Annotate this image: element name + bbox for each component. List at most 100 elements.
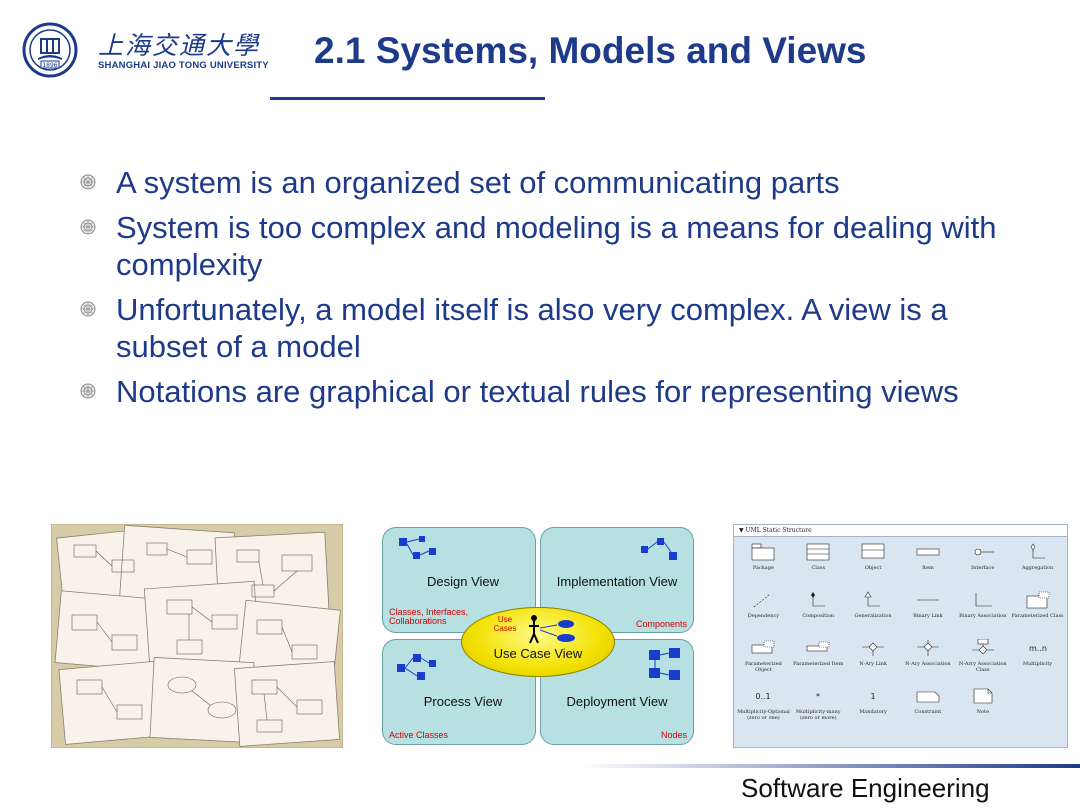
diagram-collage-graphic <box>54 525 341 747</box>
class-diagram-icon <box>399 536 436 559</box>
bullet-text: A system is an organized set of communic… <box>116 165 840 200</box>
bullet-text: Unfortunately, a model itself is also ve… <box>116 292 948 364</box>
palette-item-label: Object <box>864 565 882 571</box>
palette-item[interactable]: Binary Link <box>900 589 955 631</box>
palette-item-label: Binary Association <box>959 613 1007 619</box>
palette-item-label: Item <box>922 565 934 571</box>
bullet-marker-icon <box>80 301 96 317</box>
palette-header: ▼ UML Static Structure <box>734 525 1067 537</box>
bullet-marker-icon <box>80 174 96 190</box>
palette-item[interactable]: 0..1 Multiplicity-Optional (zero or one) <box>736 685 791 727</box>
bullet-item: A system is an organized set of communic… <box>78 164 1038 201</box>
bullet-list: A system is an organized set of communic… <box>78 164 1038 418</box>
slide-title: 2.1 Systems, Models and Views <box>314 30 867 71</box>
binary-association-icon <box>975 593 992 607</box>
palette-item[interactable]: Parameterized Class <box>1010 589 1065 631</box>
multiplicity-optional-icon: 0..1 <box>756 692 771 701</box>
palette-item[interactable]: Class <box>791 541 846 583</box>
palette-item-label: N-Ary Association <box>905 661 951 667</box>
use-case-view-ellipse: Use Cases Use Case View <box>461 607 615 677</box>
palette-item[interactable]: 1 Mandatory <box>846 685 901 727</box>
note-icon <box>973 688 993 704</box>
implementation-view-label: Implementation View <box>556 574 678 589</box>
palette-item[interactable]: m..n Multiplicity <box>1010 637 1065 679</box>
palette-item[interactable]: Interface <box>955 541 1010 583</box>
palette-item[interactable]: N-Ary Association <box>900 637 955 679</box>
palette-item[interactable]: Parameterized Object <box>736 637 791 679</box>
palette-item[interactable]: Item <box>900 541 955 583</box>
footer-course-name: Software Engineering <box>741 773 990 803</box>
uml-diagram-collage-image <box>51 524 343 748</box>
palette-item-label: Generalization <box>854 613 892 619</box>
process-view-label: Process View <box>423 694 503 709</box>
palette-item-label: Parameterized Item <box>793 661 844 667</box>
palette-header-label: UML Static Structure <box>745 527 812 534</box>
bullet-item: Unfortunately, a model itself is also ve… <box>78 291 1038 365</box>
palette-item-label: Aggregation <box>1021 565 1054 571</box>
palette-item[interactable]: Note <box>955 685 1010 727</box>
university-name-english: SHANGHAI JIAO TONG UNIVERSITY <box>98 60 269 71</box>
palette-item-label: Note <box>976 709 989 715</box>
package-icon <box>752 543 775 561</box>
palette-item-label: Class <box>811 565 826 571</box>
parameterized-item-icon <box>806 641 830 652</box>
design-view-label: Design View <box>426 574 500 589</box>
deployment-view-sublabel: Nodes <box>660 730 687 740</box>
bullet-text: Notations are graphical or textual rules… <box>116 374 959 409</box>
palette-item[interactable]: N-Arry Association Class <box>955 637 1010 679</box>
n-ary-link-icon <box>862 642 885 656</box>
many-symbol: * <box>816 692 820 701</box>
mandatory-icon: 1 <box>871 692 876 701</box>
bullet-item: System is too complex and modeling is a … <box>78 209 1038 283</box>
aggregation-icon <box>1030 543 1045 559</box>
interface-icon <box>974 548 994 556</box>
palette-item-label: Parameterized Class <box>1011 613 1064 619</box>
palette-item[interactable]: Package <box>736 541 791 583</box>
university-name-chinese: 上海交通大學 <box>98 31 261 60</box>
actor-usecase-icon <box>529 615 575 644</box>
palette-item[interactable]: Dependency <box>736 589 791 631</box>
process-view-sublabel: Active Classes <box>389 730 449 740</box>
palette-item-label: Multiplicity-Optional (zero or one) <box>737 709 790 721</box>
constraint-icon <box>916 691 940 703</box>
uml-static-structure-palette: ▼ UML Static Structure Package Class Obj… <box>733 524 1068 748</box>
implementation-view-sublabel: Components <box>635 619 687 629</box>
multiplicity-many-icon: * <box>816 692 820 701</box>
palette-item-label: Parameterized Object <box>744 661 782 673</box>
bullet-marker-icon <box>80 219 96 235</box>
palette-item[interactable]: Constraint <box>900 685 955 727</box>
use-cases-sublabel: Use Cases <box>493 615 517 633</box>
collapse-triangle-icon: ▼ <box>739 527 744 534</box>
palette-item[interactable]: * Multiplicity-many (zero or more) <box>791 685 846 727</box>
palette-item[interactable]: N-Ary Link <box>846 637 901 679</box>
palette-item[interactable]: Object <box>846 541 901 583</box>
palette-item-label: Mandatory <box>859 709 887 715</box>
palette-item-label: Constraint <box>914 709 942 715</box>
palette-item[interactable]: Parameterized Item <box>791 637 846 679</box>
optional-symbol: 0..1 <box>756 692 771 701</box>
palette-item-label: Interface <box>971 565 995 571</box>
footer-rule <box>580 764 1080 768</box>
palette-item-label: Composition <box>802 613 835 619</box>
n-ary-association-icon <box>916 640 939 656</box>
deployment-view-label: Deployment View <box>566 694 668 709</box>
title-underline <box>270 97 545 100</box>
palette-item[interactable]: Binary Association <box>955 589 1010 631</box>
bullet-text: System is too complex and modeling is a … <box>116 210 997 282</box>
multiplicity-icon: m..n <box>1029 644 1047 653</box>
palette-item-label: Package <box>752 565 774 571</box>
palette-item[interactable]: Aggregation <box>1010 541 1065 583</box>
dependency-icon <box>754 593 771 608</box>
multiplicity-symbol: m..n <box>1029 644 1047 653</box>
university-logo: 1896 上海交通大學 SHANGHAI JIAO TONG UNIVERSIT… <box>22 22 272 78</box>
views-diagram: Design View Classes, Interfaces, Collabo… <box>376 524 694 746</box>
node-diagram-icon <box>649 648 680 680</box>
object-icon <box>861 543 885 559</box>
palette-item[interactable]: Generalization <box>846 589 901 631</box>
parameterized-object-icon <box>752 640 775 654</box>
process-diagram-icon <box>397 654 436 680</box>
palette-item[interactable]: Composition <box>791 589 846 631</box>
design-view-sublabel: Classes, Interfaces, Collaborations <box>389 607 469 626</box>
palette-item-label: N-Arry Association Class <box>958 661 1007 673</box>
class-icon <box>806 543 830 561</box>
